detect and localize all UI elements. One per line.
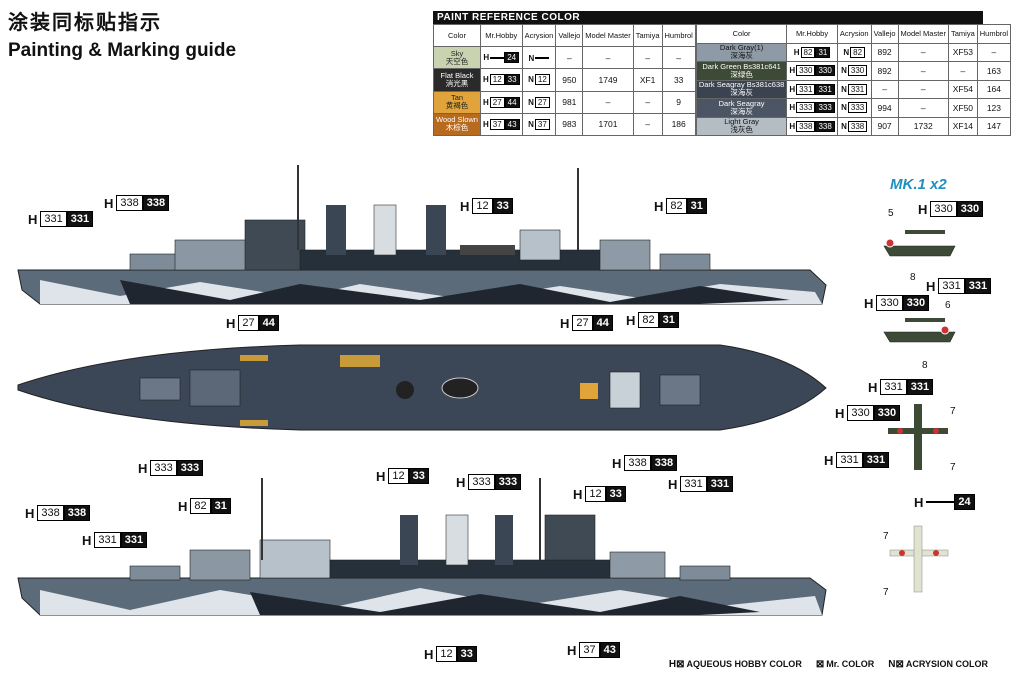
- marker-7a: 7: [950, 406, 956, 417]
- aircraft-side-2: [883, 318, 956, 343]
- paint-reference-header: PAINT REFERENCE COLOR: [433, 11, 983, 24]
- marker-8a: 8: [910, 272, 916, 283]
- legend-aqueous: H⊠AQUEOUS HOBBY COLOR: [668, 659, 802, 670]
- marker-7b: 7: [950, 462, 956, 473]
- ship-side-view-bottom: [17, 478, 827, 616]
- paint-col-header: Mr.Hobby: [786, 24, 838, 44]
- paint-code-humbrol: –: [661, 46, 696, 70]
- acrysion-code: N: [521, 46, 557, 70]
- paint-code-mm: 1749: [582, 68, 634, 92]
- paint-code-humbrol: 33: [661, 68, 696, 92]
- paint-code-mm: –: [582, 46, 634, 70]
- paint-code-mm: 1701: [582, 112, 634, 137]
- aircraft-side-1: [883, 230, 956, 257]
- paint-code-tamiya: –: [632, 112, 663, 137]
- color-legend: H⊠AQUEOUS HOBBY COLOR ⊠Mr. COLOR N⊠ACRYS…: [669, 659, 988, 670]
- aircraft-top: [888, 404, 948, 470]
- paint-code-mm: 1732: [897, 116, 949, 136]
- paint-code-vallejo: 950: [555, 68, 584, 92]
- paint-col-header: Tamiya: [632, 23, 663, 48]
- marker-8b: 8: [922, 360, 928, 371]
- marker-5: 5: [888, 208, 894, 219]
- aircraft-label: MK.1 x2: [890, 176, 947, 193]
- paint-code-humbrol: 147: [976, 116, 1011, 136]
- legend-mr-color: ⊠Mr. COLOR: [815, 659, 875, 670]
- paint-col-header: Color: [433, 23, 481, 48]
- marker-7d: 7: [883, 587, 889, 598]
- paint-code-humbrol: 186: [661, 112, 696, 137]
- title-english: Painting & Marking guide: [8, 40, 237, 61]
- marker-6: 6: [945, 300, 951, 311]
- marker-7c: 7: [883, 531, 889, 542]
- paint-col-header: Color: [695, 24, 788, 44]
- legend-acrysion: N⊠ACRYSION COLOR: [888, 659, 988, 670]
- ship-side-view-top: [17, 165, 827, 305]
- paint-col-header: Model Master: [582, 23, 634, 48]
- title-chinese: 涂装同标贴指示: [8, 12, 162, 34]
- ship-plan-view: [17, 344, 827, 431]
- aircraft-bottom: [889, 525, 949, 593]
